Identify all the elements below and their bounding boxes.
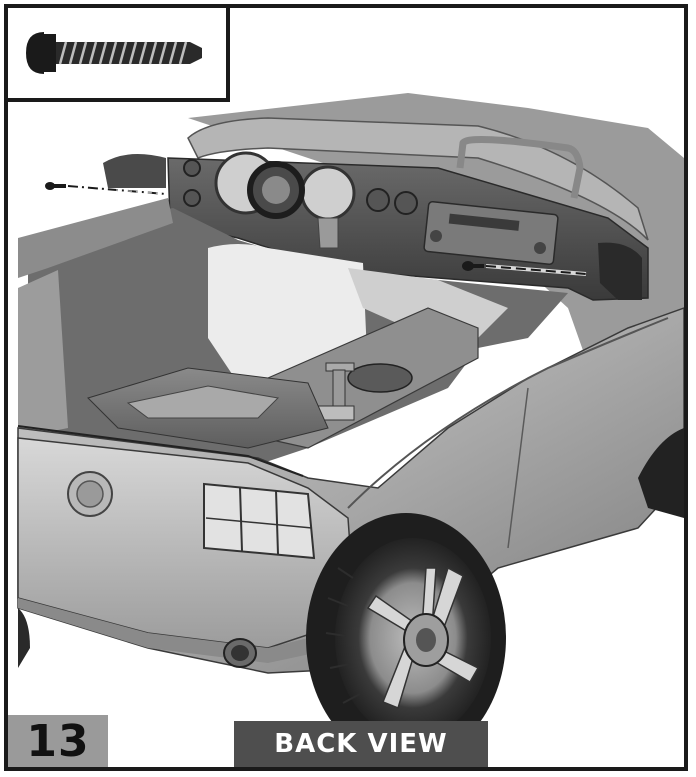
screw-inset-box xyxy=(8,8,230,102)
screw-left-dash xyxy=(45,182,167,195)
step-number: 13 xyxy=(26,715,90,767)
view-label: BACK VIEW xyxy=(274,729,448,759)
screw-right-dash xyxy=(462,261,587,276)
step-number-badge: 13 xyxy=(8,715,108,767)
car-illustration xyxy=(8,8,684,767)
screw-icon xyxy=(26,32,202,74)
illustration-frame: 13 BACK VIEW xyxy=(4,4,688,771)
view-label-bar: BACK VIEW xyxy=(234,721,488,767)
